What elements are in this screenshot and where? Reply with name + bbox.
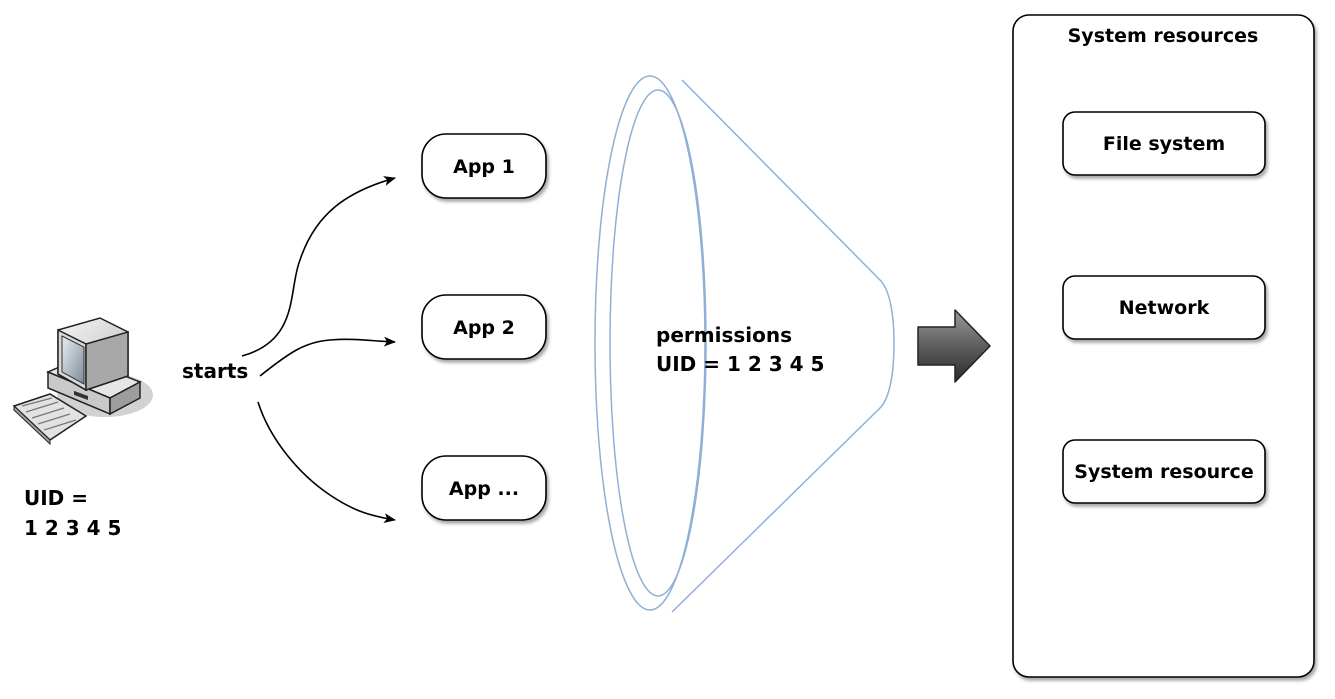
right-arrow-icon [917, 309, 991, 383]
app-box-1 [421, 133, 547, 199]
arrow-to-app-3 [257, 401, 396, 524]
app-box-3 [421, 455, 547, 521]
arrow-to-app-2 [259, 336, 396, 377]
system-resources-title: System resources [1068, 25, 1259, 47]
system-resources-panel [1012, 14, 1315, 678]
resource-box-network [1062, 275, 1266, 340]
app-1-label: App 1 [453, 156, 515, 178]
resource-label-network: Network [1119, 297, 1210, 319]
app-box-2 [421, 294, 547, 360]
desktop-computer-icon [12, 317, 153, 446]
arrow-to-app-1 [241, 176, 396, 357]
app-3-label: App ... [449, 478, 519, 500]
permissions-funnel [594, 75, 895, 613]
starts-label: starts [182, 359, 248, 383]
uid-line-2: 1 2 3 4 5 [24, 516, 121, 540]
resource-label-file-system: File system [1103, 133, 1225, 155]
resource-box-file-system [1062, 111, 1266, 176]
funnel-uid-label: UID = 1 2 3 4 5 [656, 352, 824, 376]
resource-label-system-resource: System resource [1074, 461, 1253, 483]
funnel-permissions-label: permissions [656, 323, 792, 347]
uid-line-1: UID = [24, 486, 88, 510]
resource-box-system-resource [1062, 439, 1266, 504]
app-2-label: App 2 [453, 317, 515, 339]
